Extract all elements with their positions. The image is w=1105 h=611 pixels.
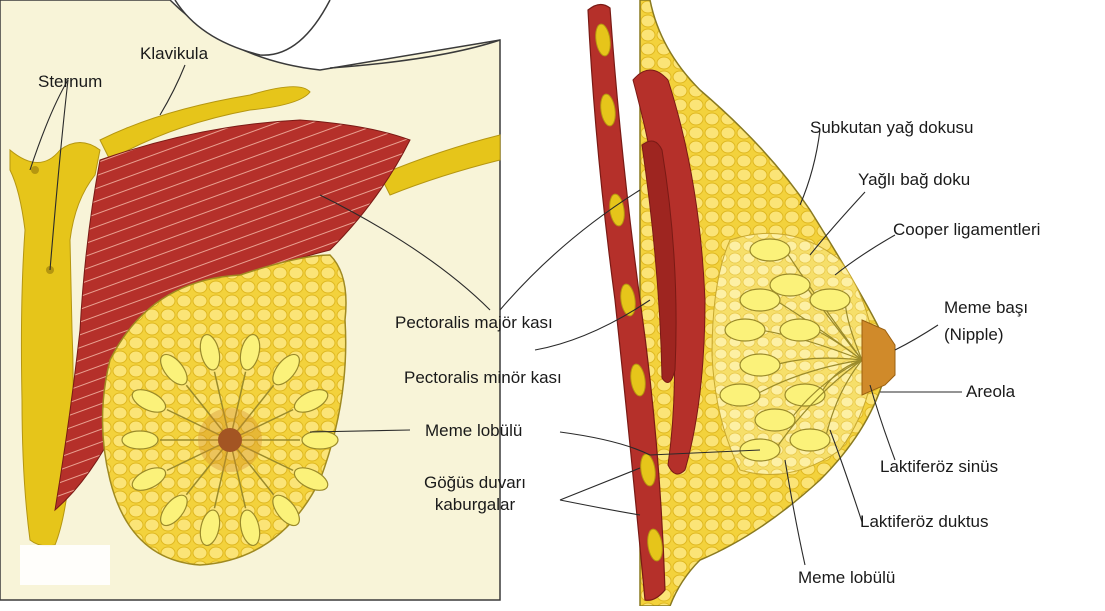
label-cooper: Cooper ligamentleri bbox=[893, 220, 1040, 240]
label-meme-lobulu-center: Meme lobülü bbox=[425, 421, 522, 441]
label-gogus-duvari-line1: Göğüs duvarı bbox=[400, 473, 550, 493]
sagittal-lobule bbox=[790, 429, 830, 451]
sagittal-lobule bbox=[740, 289, 780, 311]
label-pectoralis-major: Pectoralis majör kası bbox=[395, 313, 553, 333]
frontal-areola bbox=[198, 408, 262, 472]
label-areola: Areola bbox=[966, 382, 1015, 402]
label-laktiferoz-sinus: Laktiferöz sinüs bbox=[880, 457, 998, 477]
frontal-lobule bbox=[122, 431, 158, 449]
label-yagli-bag: Yağlı bağ doku bbox=[858, 170, 970, 190]
label-sternum: Sternum bbox=[38, 72, 102, 92]
sagittal-lobule bbox=[740, 354, 780, 376]
sternum-dot bbox=[31, 166, 39, 174]
label-subkutan: Subkutan yağ dokusu bbox=[810, 118, 974, 138]
label-klavikula: Klavikula bbox=[140, 44, 208, 64]
label-meme-lobulu-right: Meme lobülü bbox=[798, 568, 895, 588]
sagittal-lobule bbox=[810, 289, 850, 311]
sagittal-nipple bbox=[862, 320, 895, 395]
sagittal-lobule bbox=[780, 319, 820, 341]
label-gogus-duvari-line2: kaburgalar bbox=[400, 495, 550, 515]
right-sagittal-view bbox=[588, 0, 895, 606]
sagittal-lobule bbox=[755, 409, 795, 431]
sagittal-lobule bbox=[750, 239, 790, 261]
label-pectoralis-minor: Pectoralis minör kası bbox=[404, 368, 562, 388]
label-meme-basi-line1: Meme başı bbox=[944, 298, 1028, 318]
frontal-lobule bbox=[302, 431, 338, 449]
label-meme-basi-line2: (Nipple) bbox=[944, 325, 1004, 345]
label-laktiferoz-duktus: Laktiferöz duktus bbox=[860, 512, 989, 532]
sagittal-lobule bbox=[725, 319, 765, 341]
corner-patch bbox=[20, 545, 110, 585]
sagittal-lobule bbox=[720, 384, 760, 406]
